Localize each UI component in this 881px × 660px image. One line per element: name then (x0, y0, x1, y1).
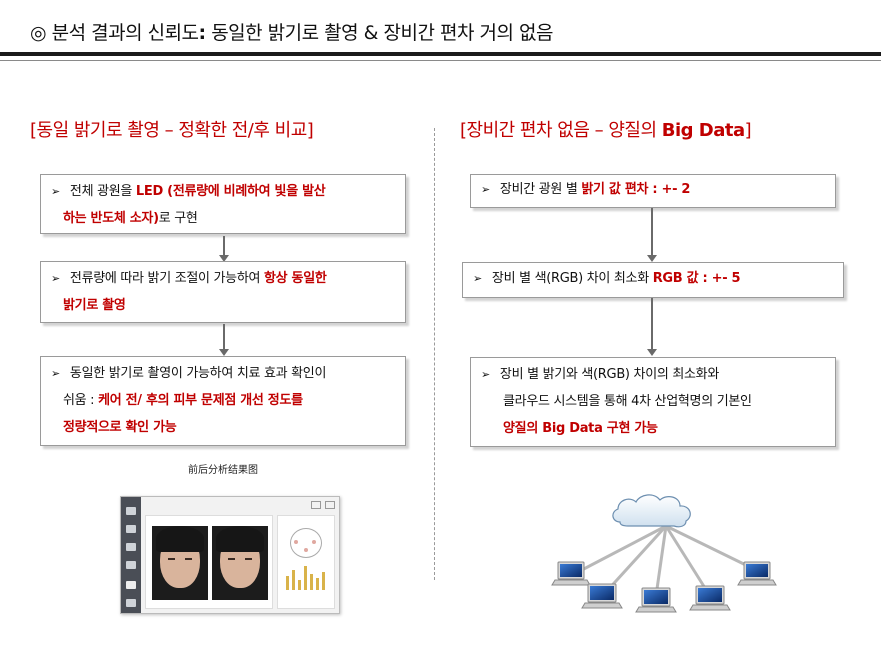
right-box-bigdata-line3: 양질의 Big Data 구현 가능 (481, 415, 825, 442)
left-box-led-text2: LED (전류량에 비례하여 빛을 발산 (136, 184, 326, 199)
right-box-bigdata: ➢ 장비 별 밝기와 색(RGB) 차이의 최소화와 클라우드 시스템을 통해 4… (470, 357, 836, 447)
title-rule-thin (0, 60, 881, 61)
bullet-arrow-icon: ➢ (51, 272, 60, 285)
compare-icon (126, 581, 136, 589)
result-panel (277, 515, 335, 609)
right-heading-bold: Big Data (662, 120, 745, 141)
down-arrow-icon (651, 298, 653, 350)
right-heading-pre: [장비간 편차 없음 – 양질의 (460, 120, 662, 141)
title-rule (0, 52, 881, 56)
left-box-current-line2: 밝기로 촬영 (51, 292, 395, 319)
right-box-rgb-text2: RGB 값 : +- 5 (653, 271, 741, 286)
analysis-screenshot (120, 496, 340, 614)
exit-icon (126, 599, 136, 607)
laptop-icon (636, 588, 676, 612)
history-icon (126, 561, 136, 569)
laptop-icon (582, 584, 622, 608)
left-box-result-line3: 정량적으로 확인 가능 (51, 414, 395, 441)
right-box-bigdata-text2: 클라우드 시스템을 통해 4차 산업혁명의 기본인 (503, 394, 752, 409)
analysis-caption: 前后分析结果图 (188, 461, 258, 476)
face-after-image (212, 526, 268, 600)
left-box-result-line1: ➢ 동일한 밝기로 촬영이 가능하여 치료 효과 확인이 (51, 360, 395, 387)
laptop-icon (690, 586, 730, 610)
cloud-icon (613, 495, 690, 527)
left-box-current-text3: 밝기로 촬영 (63, 298, 126, 313)
bullet-arrow-icon: ➢ (51, 185, 60, 198)
down-arrow-icon (651, 208, 653, 256)
person-icon (126, 543, 136, 551)
bullet-arrow-icon: ➢ (51, 367, 60, 380)
bullet-arrow-icon: ➢ (473, 272, 482, 285)
page-title: ◎ 분석 결과의 신뢰도: 동일한 밝기로 촬영 & 장비간 편차 거의 없음 (30, 18, 553, 45)
face-compare-panel (145, 515, 273, 609)
left-box-current-text2: 항상 동일한 (264, 271, 327, 286)
right-box-bigdata-text1: 장비 별 밝기와 색(RGB) 차이의 최소화와 (500, 367, 719, 382)
right-box-bigdata-text3: 양질의 Big Data 구현 가능 (503, 421, 658, 436)
cloud-network-illustration (548, 492, 780, 620)
left-heading: [동일 밝기로 촬영 – 정확한 전/후 비교] (30, 116, 313, 142)
close-icon (325, 501, 335, 509)
right-box-brightness-text1: 장비간 광원 별 (500, 182, 581, 197)
left-box-result-text4: 정량적으로 확인 가능 (63, 420, 176, 435)
right-box-brightness: ➢ 장비간 광원 별 밝기 값 편차 : +- 2 (470, 174, 836, 208)
right-heading: [장비간 편차 없음 – 양질의 Big Data] (460, 116, 751, 142)
window-icon (311, 501, 321, 509)
left-box-result-text3: 케어 전/ 후의 피부 문제점 개선 정도를 (98, 393, 303, 408)
menu-icon (126, 507, 136, 515)
down-arrow-icon (223, 324, 225, 350)
right-box-bigdata-line1: ➢ 장비 별 밝기와 색(RGB) 차이의 최소화와 (481, 361, 825, 388)
left-box-led-text1: 전체 광원을 (70, 184, 136, 199)
bullet-arrow-icon: ➢ (481, 183, 490, 196)
right-heading-post: ] (745, 120, 752, 141)
left-box-current: ➢ 전류량에 따라 밝기 조절이 가능하여 항상 동일한 밝기로 촬영 (40, 261, 406, 323)
camera-icon (126, 525, 136, 533)
left-box-led-text4: 로 구현 (159, 211, 198, 226)
left-box-led-line1: ➢ 전체 광원을 LED (전류량에 비례하여 빛을 발산 (51, 178, 395, 205)
down-arrow-icon (223, 236, 225, 256)
left-box-led-line2: 하는 반도체 소자)로 구현 (51, 205, 395, 232)
laptop-icon (738, 562, 776, 585)
bullet-arrow-icon: ➢ (481, 368, 490, 381)
left-box-result-text1: 동일한 밝기로 촬영이 가능하여 치료 효과 확인이 (70, 366, 326, 381)
right-box-bigdata-line2: 클라우드 시스템을 통해 4차 산업혁명의 기본인 (481, 388, 825, 415)
app-sidebar (121, 497, 141, 613)
title-rest: 동일한 밝기로 촬영 & 장비간 편차 거의 없음 (206, 22, 553, 44)
left-box-result: ➢ 동일한 밝기로 촬영이 가능하여 치료 효과 확인이 쉬움 : 케어 전/ 후… (40, 356, 406, 446)
right-box-brightness-text2: 밝기 값 편차 : +- 2 (581, 182, 690, 197)
title-colon: : (199, 22, 206, 44)
left-box-led: ➢ 전체 광원을 LED (전류량에 비례하여 빛을 발산 하는 반도체 소자)로… (40, 174, 406, 234)
left-box-current-line1: ➢ 전류량에 따라 밝기 조절이 가능하여 항상 동일한 (51, 265, 395, 292)
left-box-led-text3: 하는 반도체 소자) (63, 211, 159, 226)
column-divider (434, 128, 435, 580)
left-box-current-text1: 전류량에 따라 밝기 조절이 가능하여 (70, 271, 264, 286)
right-box-rgb: ➢ 장비 별 색(RGB) 차이 최소화 RGB 값 : +- 5 (462, 262, 844, 298)
title-prefix: ◎ 분석 결과의 신뢰도 (30, 22, 199, 44)
face-before-image (152, 526, 208, 600)
left-box-result-text2: 쉬움 : (63, 393, 98, 408)
laptop-icon (552, 562, 590, 585)
right-box-rgb-text1: 장비 별 색(RGB) 차이 최소화 (492, 271, 653, 286)
left-box-result-line2: 쉬움 : 케어 전/ 후의 피부 문제점 개선 정도를 (51, 387, 395, 414)
